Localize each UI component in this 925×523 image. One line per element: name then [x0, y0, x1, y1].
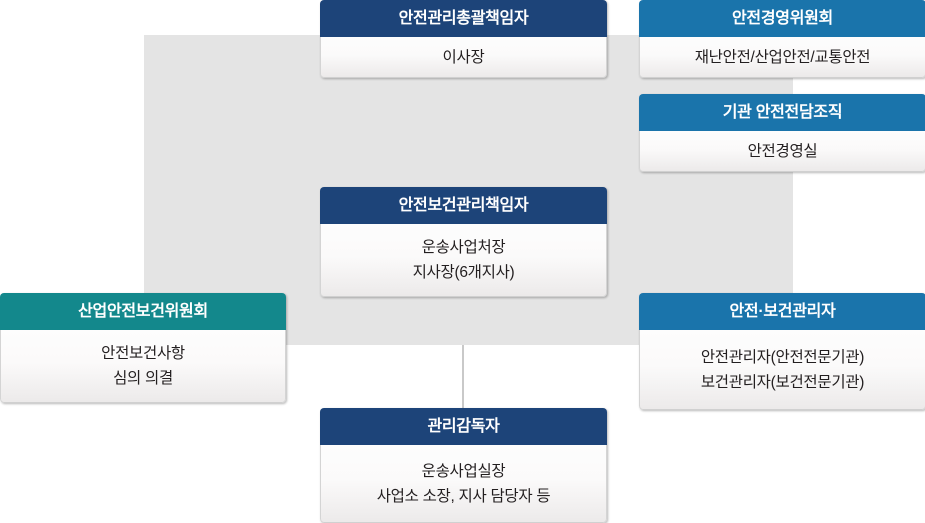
- node-body-safety-general-manager: 이사장: [320, 37, 607, 78]
- node-header-supervisor: 관리감독자: [320, 408, 607, 445]
- node-header-safety-health-manager: 안전보건관리책임자: [320, 187, 607, 224]
- node-body-line: 이사장: [442, 48, 485, 66]
- node-body-safety-health-manager: 운송사업처장 지사장(6개지사): [320, 224, 607, 297]
- node-body-line: 재난안전/산업안전/교통안전: [694, 48, 871, 66]
- node-body-line: 운송사업실장: [421, 462, 506, 480]
- node-body-supervisor: 운송사업실장 사업소 소장, 지사 담당자 등: [320, 445, 607, 523]
- node-industrial-safety-health-committee[interactable]: 산업안전보건위원회 안전보건사항 심의 의결: [0, 293, 286, 403]
- node-body-line: 심의 의결: [113, 370, 173, 387]
- node-body-line: 안전경영실: [747, 142, 818, 160]
- node-header-safety-health-officer: 안전·보건관리자: [639, 293, 925, 330]
- node-safety-health-officer[interactable]: 안전·보건관리자 안전관리자(안전전문기관) 보건관리자(보건전문기관): [639, 293, 925, 410]
- node-safety-general-manager[interactable]: 안전관리총괄책임자 이사장: [320, 0, 607, 78]
- node-body-line: 지사장(6개지사): [412, 264, 515, 281]
- node-body-safety-dedicated-org: 안전경영실: [639, 131, 925, 172]
- node-body-safety-mgmt-committee: 재난안전/산업안전/교통안전: [639, 37, 925, 78]
- node-safety-health-manager[interactable]: 안전보건관리책임자 운송사업처장 지사장(6개지사): [320, 187, 607, 297]
- node-safety-mgmt-committee[interactable]: 안전경영위원회 재난안전/산업안전/교통안전: [639, 0, 925, 78]
- node-header-industrial-committee: 산업안전보건위원회: [0, 293, 286, 330]
- node-supervisor[interactable]: 관리감독자 운송사업실장 사업소 소장, 지사 담당자 등: [320, 408, 607, 523]
- node-body-line: 안전보건사항: [101, 345, 185, 362]
- node-header-safety-mgmt-committee: 안전경영위원회: [639, 0, 925, 37]
- node-safety-dedicated-org[interactable]: 기관 안전전담조직 안전경영실: [639, 94, 925, 172]
- node-body-safety-health-officer: 안전관리자(안전전문기관) 보건관리자(보건전문기관): [639, 330, 925, 410]
- connector-line-vertical: [462, 345, 464, 408]
- node-body-line: 안전관리자(안전전문기관): [700, 348, 865, 366]
- node-header-safety-dedicated-org: 기관 안전전담조직: [639, 94, 925, 131]
- node-body-line: 사업소 소장, 지사 담당자 등: [376, 487, 551, 505]
- node-body-line: 운송사업처장: [421, 239, 506, 256]
- node-header-safety-general-manager: 안전관리총괄책임자: [320, 0, 607, 37]
- node-body-line: 보건관리자(보건전문기관): [700, 373, 865, 391]
- node-body-industrial-committee: 안전보건사항 심의 의결: [0, 330, 286, 403]
